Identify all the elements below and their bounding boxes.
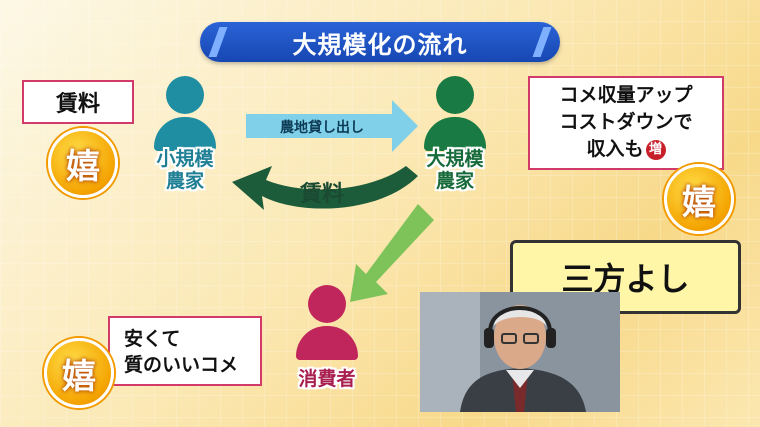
land-lending-label: 農地貸し出し bbox=[280, 120, 364, 136]
large-farmer-head bbox=[436, 76, 474, 114]
happy-badge-large-farmer: 嬉 bbox=[664, 164, 734, 234]
large-farmer-label-line1: 大規模 bbox=[426, 148, 484, 170]
happy-badge-text: 嬉 bbox=[682, 182, 716, 223]
large-farmer-figure bbox=[420, 76, 490, 151]
benefit-line3-text: 収入も bbox=[586, 138, 644, 160]
consumer-label: 消費者 bbox=[298, 368, 356, 390]
happy-badge-consumer: 嬉 bbox=[44, 338, 114, 408]
supply-arrow bbox=[350, 204, 434, 302]
happy-badge-small-farmer: 嬉 bbox=[48, 128, 118, 198]
large-farmer-benefit-box: コメ収量アップ コストダウンで 収入も増 bbox=[528, 76, 724, 170]
rent-box-text: 賃料 bbox=[55, 92, 100, 117]
consumer-body bbox=[296, 326, 358, 360]
benefit-line3: 収入も増 bbox=[530, 136, 722, 163]
happy-badge-text: 嬉 bbox=[62, 356, 96, 397]
consumer-benefit-box: 安くて 質のいいコメ bbox=[108, 316, 262, 386]
commentator-video bbox=[420, 292, 620, 412]
consumer-head bbox=[308, 285, 346, 323]
large-farmer-label-line2: 農家 bbox=[435, 170, 474, 192]
happy-badge-text: 嬉 bbox=[66, 146, 100, 187]
small-farmer-head bbox=[166, 76, 204, 114]
rent-box: 賃料 bbox=[22, 80, 134, 124]
rent-arrow-label: 賃料 bbox=[300, 182, 345, 207]
rent-arrow bbox=[232, 166, 418, 210]
benefit-line1: コメ収量アップ bbox=[559, 84, 693, 106]
land-lending-arrow bbox=[246, 100, 418, 152]
sanpo-yoshi-text: 三方よし bbox=[561, 260, 690, 298]
consumer-benefit-line2: 質のいいコメ bbox=[124, 354, 239, 376]
commentator-image bbox=[420, 292, 620, 412]
title-banner: 大規模化の流れ bbox=[200, 22, 560, 62]
title-text: 大規模化の流れ bbox=[292, 30, 468, 59]
consumer-benefit-line1: 安くて bbox=[124, 328, 181, 350]
small-farmer-label: 小規模 農家 bbox=[140, 148, 230, 192]
small-farmer-label-line2: 農家 bbox=[165, 170, 204, 192]
consumer-figure bbox=[292, 285, 362, 360]
benefit-line2: コストダウンで bbox=[559, 111, 693, 133]
small-farmer-figure bbox=[150, 76, 220, 151]
increase-badge: 増 bbox=[645, 139, 666, 160]
large-farmer-label: 大規模 農家 bbox=[410, 148, 500, 192]
small-farmer-label-line1: 小規模 bbox=[156, 148, 214, 170]
